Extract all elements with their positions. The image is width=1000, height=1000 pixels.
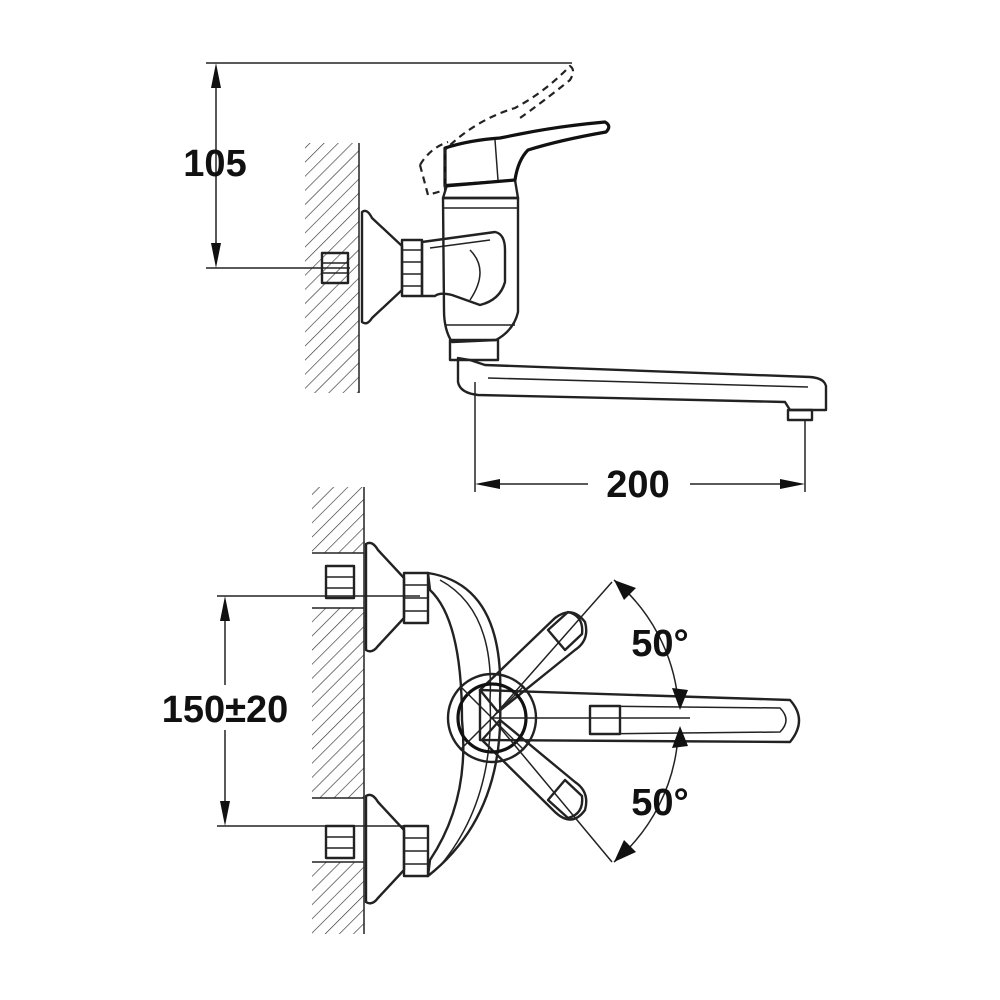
dimension-150: 150±20 — [162, 595, 420, 827]
side-view: 105 200 — [183, 62, 828, 506]
s-union-side — [420, 230, 507, 307]
dimension-150-label: 150±20 — [162, 689, 289, 731]
spout-top — [478, 688, 801, 744]
aerator-side — [786, 408, 814, 422]
lever-handle-side — [443, 120, 611, 188]
angle-lower-label: 50° — [631, 782, 688, 824]
hex-connector-side — [400, 238, 424, 298]
angle-arc-upper — [613, 579, 688, 710]
body-bridge-top — [426, 571, 502, 878]
top-view: 50° 50° 150±20 — [162, 487, 801, 934]
escutcheon-side — [360, 209, 404, 325]
angle-upper-label: 50° — [631, 623, 688, 665]
dimension-105: 105 — [183, 62, 572, 269]
spout-collar-side — [448, 338, 500, 362]
angle-arc-lower — [613, 726, 688, 863]
dimension-200-label: 200 — [606, 464, 669, 506]
lever-handle-raised-side — [418, 64, 575, 197]
dimension-105-label: 105 — [183, 143, 246, 185]
lower-inlet-top — [324, 793, 430, 905]
spout-side — [456, 356, 828, 412]
lever-upper-top — [478, 611, 588, 714]
upper-inlet-top — [324, 541, 430, 653]
lever-lower-top — [480, 718, 588, 821]
wall-hatch-top — [312, 487, 365, 934]
dimension-200: 200 — [474, 382, 806, 506]
